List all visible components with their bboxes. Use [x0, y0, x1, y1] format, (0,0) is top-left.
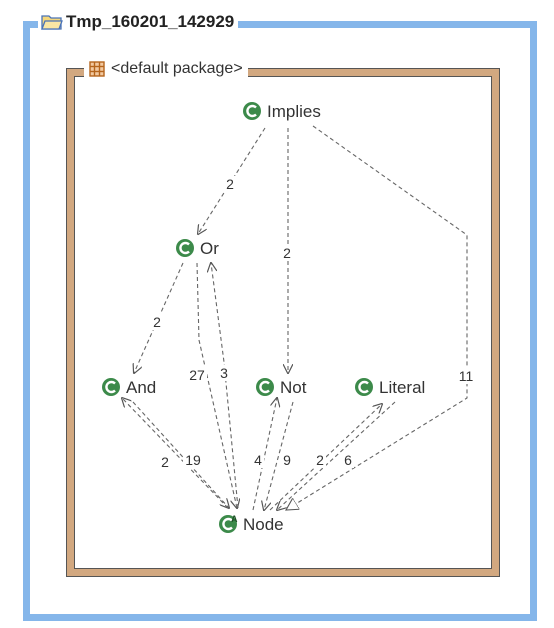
- edge-label-not-to-node: 9: [283, 452, 291, 468]
- edge-label-node-to-and: 2: [161, 454, 169, 470]
- class-label-and: And: [126, 378, 156, 397]
- edge-label-and-to-node: 19: [185, 452, 201, 468]
- edge-label-background: [187, 367, 207, 383]
- edge-label-background: [151, 314, 163, 330]
- edge-node-to-or[interactable]: [211, 263, 239, 509]
- edge-label-implies-to-not: 2: [283, 245, 291, 261]
- edge-label-background: [281, 452, 293, 468]
- edge-or-to-node[interactable]: [196, 262, 237, 508]
- project-frame[interactable]: [23, 21, 537, 621]
- edge-and-to-node[interactable]: [132, 401, 229, 508]
- class-label-or: Or: [200, 239, 219, 258]
- package-icon: [89, 61, 105, 77]
- edge-label-background: [342, 452, 354, 468]
- class-node-and[interactable]: And: [102, 378, 156, 397]
- class-icon: [176, 239, 194, 257]
- edge-label-background: [252, 452, 264, 468]
- edge-node-to-and[interactable]: [122, 398, 229, 509]
- edge-literal-to-node[interactable]: [277, 401, 396, 510]
- class-node-literal[interactable]: Literal: [355, 378, 425, 397]
- class-node-or[interactable]: Or: [176, 239, 219, 258]
- class-icon: A: [219, 514, 238, 533]
- class-node-not[interactable]: Not: [256, 378, 307, 397]
- class-node-node[interactable]: A Node: [219, 514, 284, 534]
- abstract-marker-icon: A: [231, 514, 238, 524]
- edge-label-background: [218, 365, 230, 381]
- edge-label-node-to-literal: 2: [316, 452, 324, 468]
- class-label-literal: Literal: [379, 378, 425, 397]
- edge-or-to-and[interactable]: [134, 262, 184, 373]
- class-icon: [256, 378, 274, 396]
- package-title[interactable]: <default package>: [84, 58, 248, 80]
- edge-node-to-not[interactable]: [252, 398, 277, 511]
- edge-label-background: [159, 454, 171, 470]
- class-label-node: Node: [243, 515, 284, 534]
- edge-label-node-to-not: 4: [254, 452, 262, 468]
- edge-label-background: [183, 452, 203, 468]
- class-node-implies[interactable]: Implies: [243, 102, 321, 121]
- edge-label-background: [281, 245, 293, 261]
- edge-label-or-to-and: 2: [153, 314, 161, 330]
- edge-label-background: [224, 176, 236, 192]
- edge-label-background: [314, 452, 326, 468]
- edge-label-or-to-node: 27: [189, 367, 205, 383]
- edge-implies-to-node[interactable]: [286, 125, 468, 510]
- edge-label-implies-to-node: 11: [459, 368, 474, 384]
- project-title[interactable]: Tmp_160201_142929: [38, 10, 239, 34]
- project-title-label: Tmp_160201_142929: [66, 12, 235, 31]
- class-icon: [243, 102, 261, 120]
- package-title-label: <default package>: [111, 60, 243, 77]
- edge-label-node-to-or: 3: [220, 365, 228, 381]
- class-label-not: Not: [280, 378, 307, 397]
- class-label-implies: Implies: [267, 102, 321, 121]
- edge-label-implies-to-or: 2: [226, 176, 234, 192]
- edge-label-literal-to-node: 6: [344, 452, 352, 468]
- class-icon: [355, 378, 373, 396]
- edge-label-background: [456, 368, 476, 384]
- class-icon: [102, 378, 120, 396]
- folder-icon: [41, 15, 63, 30]
- package-frame[interactable]: [66, 68, 500, 577]
- edge-not-to-node[interactable]: [264, 401, 294, 510]
